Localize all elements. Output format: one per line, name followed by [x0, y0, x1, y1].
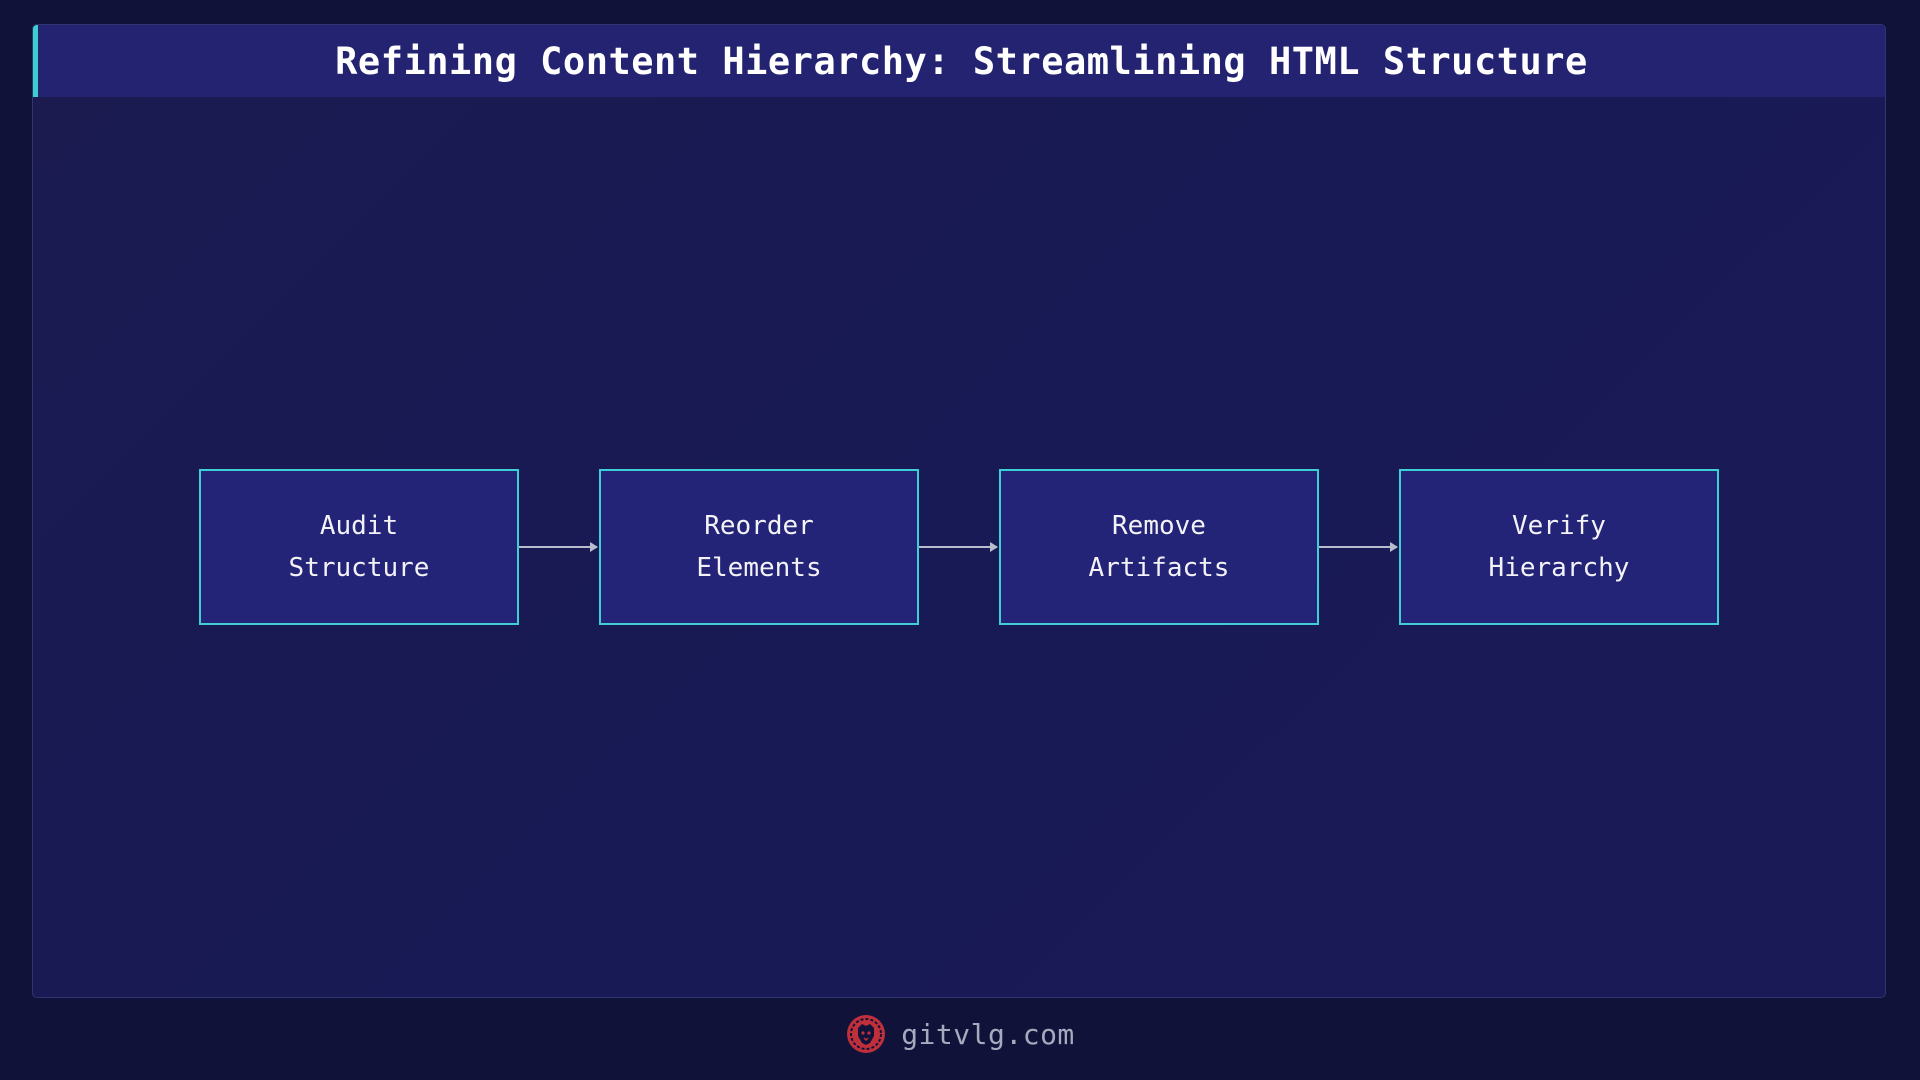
step-verify-hierarchy: Verify Hierarchy [1399, 469, 1719, 625]
lion-head-icon [847, 1015, 886, 1053]
step-label: Audit Structure [288, 511, 430, 583]
flow-arrow [519, 542, 598, 552]
step-reorder-elements: Reorder Elements [599, 469, 919, 625]
step-label: Reorder Elements [696, 511, 822, 583]
step-remove-artifacts: Remove Artifacts [999, 469, 1319, 625]
step-label: Remove Artifacts [1088, 511, 1230, 583]
step-audit-structure: Audit Structure [199, 469, 519, 625]
flow-arrow [919, 542, 998, 552]
slide-frame: Refining Content Hierarchy: Streamlining… [32, 24, 1886, 998]
title-bar: Refining Content Hierarchy: Streamlining… [33, 25, 1885, 97]
flow-diagram: Audit Structure Reorder Elements Remove … [33, 25, 1885, 997]
footer: gitvlg.com [0, 1012, 1920, 1056]
flow-arrow [1319, 542, 1398, 552]
page-title: Refining Content Hierarchy: Streamlining… [335, 39, 1588, 83]
step-label: Verify Hierarchy [1488, 511, 1630, 583]
site-url: gitvlg.com [901, 1017, 1075, 1051]
